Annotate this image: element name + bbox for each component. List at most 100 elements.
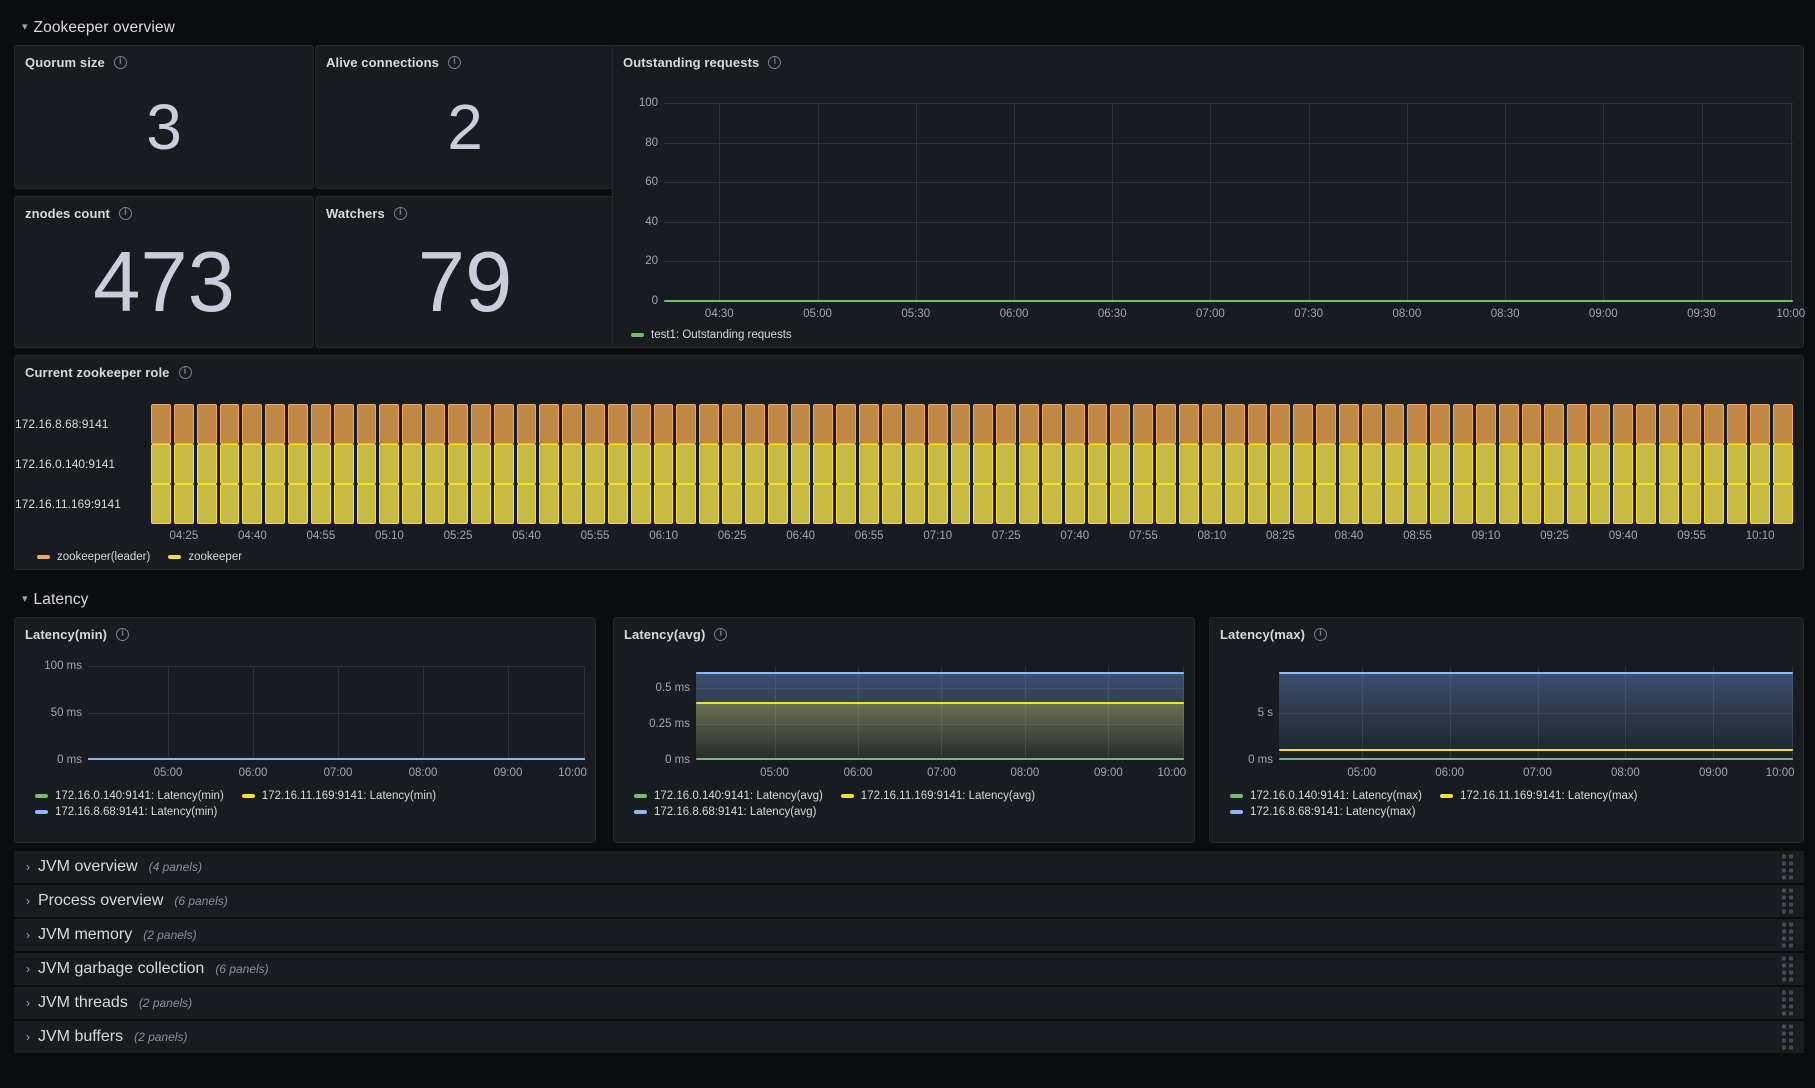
timeline-cell[interactable] bbox=[1567, 444, 1588, 484]
timeline-cell[interactable] bbox=[196, 444, 217, 484]
timeline-cell[interactable] bbox=[836, 444, 857, 484]
timeline-cell[interactable] bbox=[699, 484, 720, 524]
timeline-cell[interactable] bbox=[173, 484, 194, 524]
timeline-cell[interactable] bbox=[1178, 484, 1199, 524]
legend-item[interactable]: 172.16.8.68:9141: Latency(min) bbox=[35, 806, 580, 818]
timeline-cell[interactable] bbox=[1453, 444, 1473, 484]
timeline-cell[interactable] bbox=[1544, 444, 1565, 484]
timeline-cell[interactable] bbox=[539, 484, 560, 524]
timeline-cell[interactable] bbox=[859, 484, 879, 524]
timeline-cell[interactable] bbox=[1316, 484, 1336, 524]
timeline-cell[interactable] bbox=[1635, 444, 1656, 484]
timeline-cell[interactable] bbox=[1270, 444, 1291, 484]
timeline-cell[interactable] bbox=[882, 484, 902, 524]
timeline-cell[interactable] bbox=[402, 484, 423, 524]
timeline-cell[interactable] bbox=[813, 404, 834, 444]
timeline-cell[interactable] bbox=[356, 484, 377, 524]
timeline-cell[interactable] bbox=[950, 444, 971, 484]
timeline-cell[interactable] bbox=[1750, 444, 1770, 484]
timeline-cell[interactable] bbox=[1041, 404, 1062, 444]
panel-watchers[interactable]: Watchers i 79 bbox=[315, 196, 615, 348]
timeline-cell[interactable] bbox=[1133, 484, 1154, 524]
timeline-cell[interactable] bbox=[1613, 444, 1633, 484]
timeline-cell[interactable] bbox=[1384, 444, 1405, 484]
legend-item[interactable]: test1: Outstanding requests bbox=[631, 329, 792, 341]
timeline-cell[interactable] bbox=[151, 404, 171, 444]
timeline-cell[interactable] bbox=[1087, 444, 1108, 484]
legend-item[interactable]: 172.16.11.169:9141: Latency(avg) bbox=[840, 790, 1035, 802]
timeline-cell[interactable] bbox=[1338, 484, 1359, 524]
timeline-cell[interactable] bbox=[836, 484, 857, 524]
timeline-cell[interactable] bbox=[516, 404, 537, 444]
timeline-cell[interactable] bbox=[836, 404, 857, 444]
timeline-cell[interactable] bbox=[1178, 404, 1199, 444]
timeline-cell[interactable] bbox=[1590, 404, 1610, 444]
timeline-cell[interactable] bbox=[653, 404, 674, 444]
drag-handle-icon[interactable] bbox=[1782, 854, 1793, 880]
panel-quorum-size[interactable]: Quorum size i 3 bbox=[14, 45, 314, 189]
timeline-cell[interactable] bbox=[1430, 404, 1451, 444]
timeline-cell[interactable] bbox=[333, 484, 354, 524]
timeline-cell[interactable] bbox=[1133, 444, 1154, 484]
timeline-cell[interactable] bbox=[516, 484, 537, 524]
timeline-cell[interactable] bbox=[1772, 444, 1793, 484]
timeline-cell[interactable] bbox=[904, 444, 925, 484]
timeline-cell[interactable] bbox=[1750, 484, 1770, 524]
timeline-cell[interactable] bbox=[265, 444, 286, 484]
timeline-cell[interactable] bbox=[1110, 484, 1131, 524]
timeline-cell[interactable] bbox=[1521, 404, 1542, 444]
timeline-cell[interactable] bbox=[859, 444, 879, 484]
timeline-cell[interactable] bbox=[1453, 404, 1473, 444]
timeline-track-follower-2[interactable] bbox=[151, 484, 1793, 524]
timeline-cell[interactable] bbox=[1635, 484, 1656, 524]
timeline-cell[interactable] bbox=[676, 444, 697, 484]
timeline-cell[interactable] bbox=[607, 484, 628, 524]
timeline-cell[interactable] bbox=[1727, 444, 1748, 484]
timeline-cell[interactable] bbox=[1521, 484, 1542, 524]
timeline-cell[interactable] bbox=[927, 444, 948, 484]
timeline-cell[interactable] bbox=[265, 404, 286, 444]
info-icon[interactable]: i bbox=[447, 56, 461, 69]
timeline-cell[interactable] bbox=[1384, 404, 1405, 444]
timeline-cell[interactable] bbox=[790, 404, 811, 444]
timeline-cell[interactable] bbox=[219, 484, 240, 524]
info-icon[interactable]: i bbox=[714, 628, 728, 641]
collapsed-row-jvm-garbage-collection[interactable]: ›JVM garbage collection(6 panels) bbox=[14, 953, 1804, 985]
timeline-cell[interactable] bbox=[1019, 444, 1039, 484]
timeline-cell[interactable] bbox=[973, 444, 994, 484]
timeline-cell[interactable] bbox=[630, 484, 651, 524]
timeline-cell[interactable] bbox=[1064, 484, 1085, 524]
timeline-cell[interactable] bbox=[1407, 404, 1428, 444]
timeline-cell[interactable] bbox=[1247, 484, 1268, 524]
timeline-cell[interactable] bbox=[1156, 404, 1176, 444]
legend-item[interactable]: zookeeper(leader) bbox=[37, 551, 150, 563]
timeline-cell[interactable] bbox=[927, 404, 948, 444]
timeline-cell[interactable] bbox=[242, 404, 263, 444]
timeline-cell[interactable] bbox=[151, 484, 171, 524]
collapsed-row-jvm-threads[interactable]: ›JVM threads(2 panels) bbox=[14, 987, 1804, 1019]
panel-alive-connections[interactable]: Alive connections i 2 bbox=[315, 45, 615, 189]
timeline-cell[interactable] bbox=[1156, 444, 1176, 484]
timeline-cell[interactable] bbox=[493, 404, 514, 444]
timeline-cell[interactable] bbox=[1453, 484, 1473, 524]
timeline-cell[interactable] bbox=[1133, 404, 1154, 444]
timeline-cell[interactable] bbox=[1110, 444, 1131, 484]
legend-item[interactable]: 172.16.0.140:9141: Latency(min) bbox=[35, 790, 224, 802]
timeline-cell[interactable] bbox=[1430, 444, 1451, 484]
timeline-cell[interactable] bbox=[425, 484, 445, 524]
timeline-cell[interactable] bbox=[653, 444, 674, 484]
timeline-cell[interactable] bbox=[1201, 444, 1222, 484]
timeline-cell[interactable] bbox=[607, 444, 628, 484]
timeline-cell[interactable] bbox=[1475, 404, 1496, 444]
timeline-cell[interactable] bbox=[973, 404, 994, 444]
timeline-cell[interactable] bbox=[1521, 444, 1542, 484]
timeline-cell[interactable] bbox=[470, 444, 491, 484]
timeline-cell[interactable] bbox=[1316, 444, 1336, 484]
legend-item[interactable]: 172.16.8.68:9141: Latency(avg) bbox=[634, 806, 1179, 818]
timeline-cell[interactable] bbox=[722, 404, 742, 444]
timeline-cell[interactable] bbox=[1430, 484, 1451, 524]
timeline-cell[interactable] bbox=[288, 444, 308, 484]
timeline-cell[interactable] bbox=[1635, 404, 1656, 444]
timeline-cell[interactable] bbox=[402, 444, 423, 484]
timeline-cell[interactable] bbox=[1704, 404, 1725, 444]
